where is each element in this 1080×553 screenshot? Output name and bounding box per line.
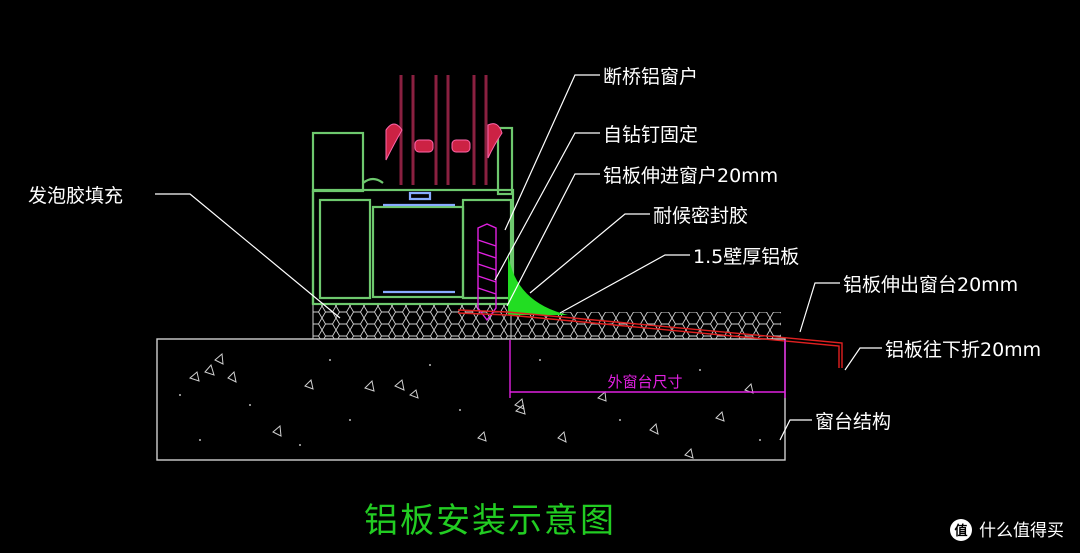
aluminium-plate bbox=[457, 309, 843, 368]
label-plate-fold: 铝板往下折20mm bbox=[885, 339, 1041, 361]
weather-sealant bbox=[508, 252, 568, 315]
label-plate-out: 铝板伸出窗台20mm bbox=[843, 274, 1018, 296]
foam-filling bbox=[312, 303, 512, 340]
diagram-title: 铝板安装示意图 bbox=[364, 501, 616, 541]
label-plate-thickness: 1.5壁厚铝板 bbox=[693, 246, 799, 268]
label-sill: 窗台结构 bbox=[815, 411, 891, 433]
leader-lines bbox=[155, 74, 882, 441]
glass-panes bbox=[399, 75, 488, 185]
aggregate-marks bbox=[189, 352, 754, 459]
dimension-outer-sill bbox=[509, 340, 786, 398]
svg-text:值: 值 bbox=[954, 523, 967, 539]
self-drilling-screw bbox=[477, 223, 497, 322]
label-plate-in: 铝板伸进窗户20mm bbox=[603, 165, 778, 187]
label-window: 断桥铝窗户 bbox=[603, 66, 698, 88]
watermark-text: 什么值得买 bbox=[979, 521, 1064, 541]
dimension-label: 外窗台尺寸 bbox=[607, 373, 682, 391]
watermark: 值 什么值得买 bbox=[950, 519, 1064, 541]
glass-gaskets bbox=[385, 123, 503, 161]
sill-structure bbox=[156, 338, 786, 461]
label-foam: 发泡胶填充 bbox=[28, 185, 123, 207]
label-screw: 自钻钉固定 bbox=[603, 124, 698, 146]
aggregate-dots bbox=[179, 359, 761, 446]
label-sealant: 耐候密封胶 bbox=[653, 205, 748, 227]
watermark-logo-icon bbox=[950, 519, 972, 541]
